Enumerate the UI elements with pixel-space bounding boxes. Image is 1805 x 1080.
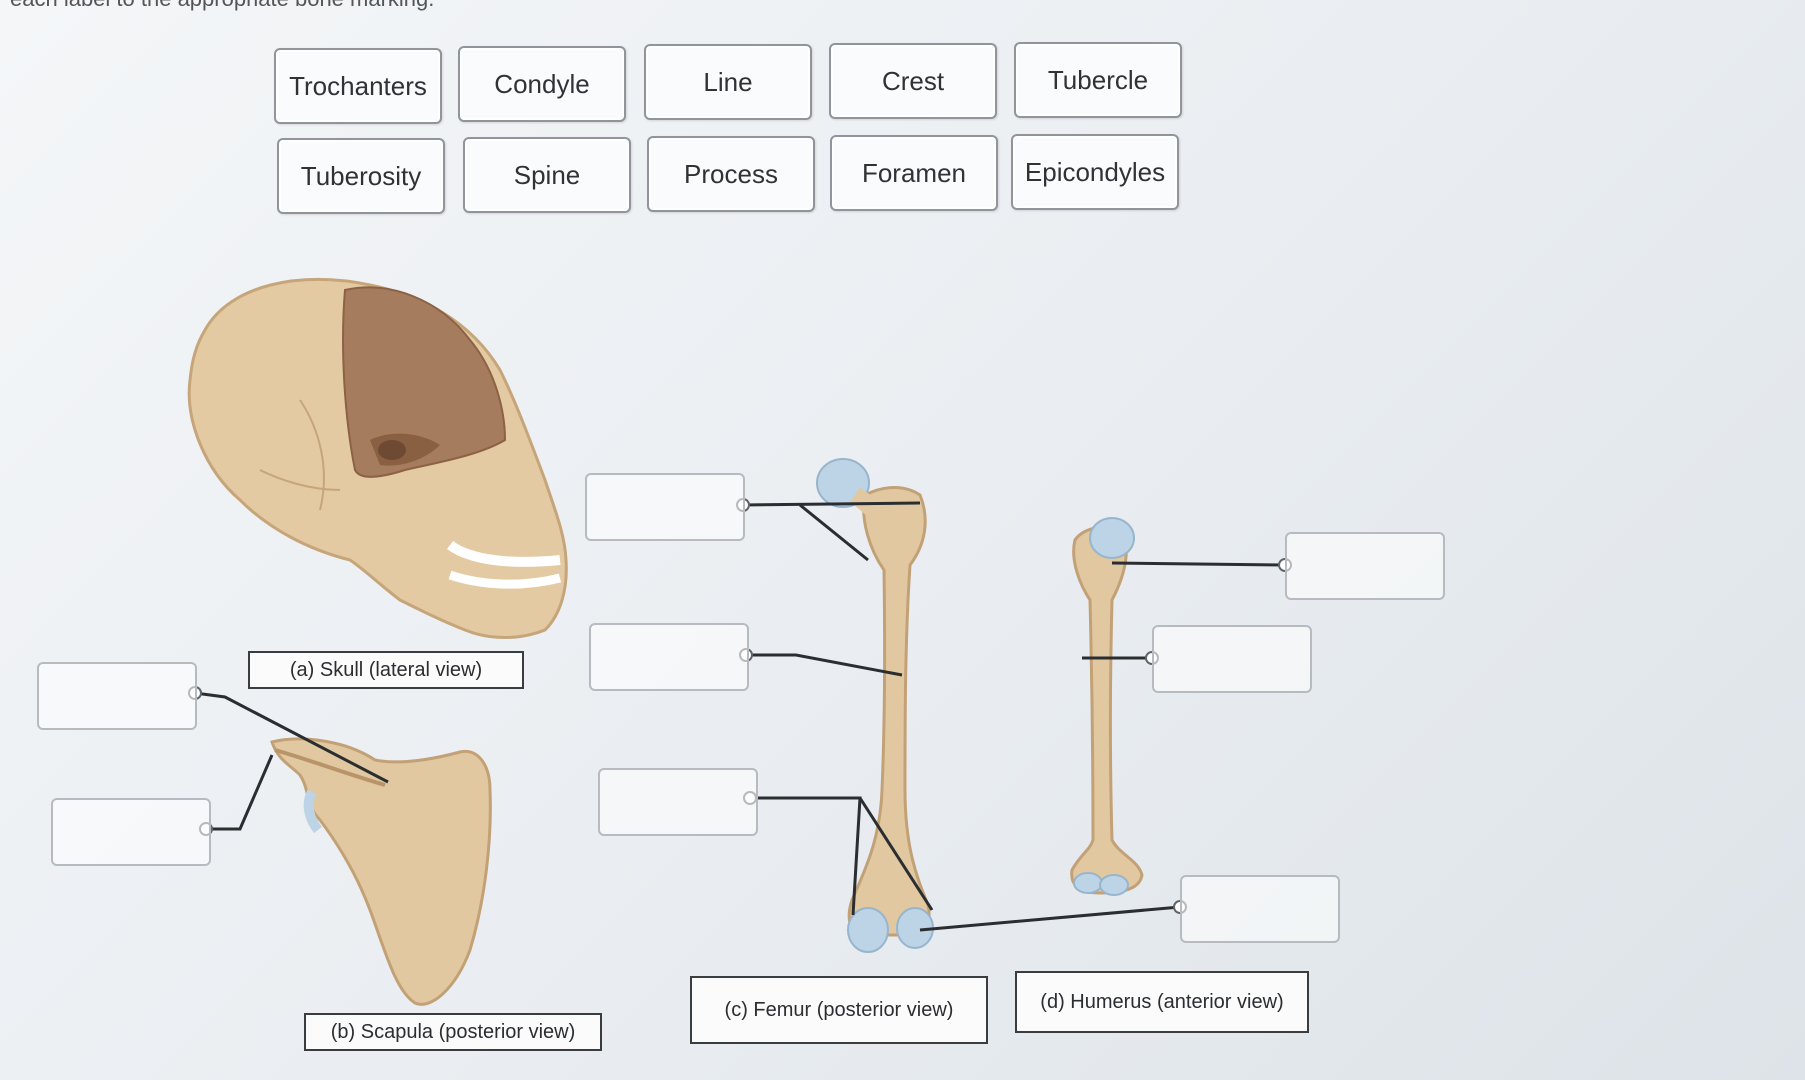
drop-target-femur-distal[interactable]: [598, 768, 758, 836]
leader-lines: [194, 501, 1286, 932]
drop-target-femur-head[interactable]: [585, 473, 745, 541]
leader-line-scapula-2: [206, 754, 274, 831]
leader-line-humerus-1: [1111, 561, 1286, 567]
leader-line-femur-4: [919, 905, 1181, 932]
drop-target-scapula-spine[interactable]: [37, 662, 197, 730]
instruction-text: each label to the appropriate bone marki…: [10, 0, 434, 12]
caption-scapula: (b) Scapula (posterior view): [304, 1013, 602, 1051]
leader-line-femur-1b: [799, 503, 869, 562]
leader-line-femur-3b: [858, 797, 934, 911]
label-chip-trochanters[interactable]: Trochanters: [274, 48, 442, 124]
label-chip-spine[interactable]: Spine: [463, 137, 631, 213]
drop-target-femur-shaft[interactable]: [589, 623, 749, 691]
label-chip-process[interactable]: Process: [647, 136, 815, 212]
femur-illustration: [816, 458, 934, 953]
label-chip-tuberosity[interactable]: Tuberosity: [277, 138, 445, 214]
label-chip-epicondyles[interactable]: Epicondyles: [1011, 134, 1179, 210]
drop-target-humerus-head[interactable]: [1285, 532, 1445, 600]
humerus-illustration: [1070, 517, 1144, 896]
label-chip-crest[interactable]: Crest: [829, 43, 997, 119]
caption-humerus: (d) Humerus (anterior view): [1015, 971, 1309, 1033]
label-chip-line[interactable]: Line: [644, 44, 812, 120]
leader-line-scapula-1: [194, 691, 389, 784]
skull-illustration: [187, 277, 568, 639]
caption-skull: (a) Skull (lateral view): [248, 651, 524, 689]
leader-line-femur-1: [742, 501, 921, 507]
drop-target-scapula-process[interactable]: [51, 798, 211, 866]
scapula-illustration: [270, 737, 492, 1006]
leader-line-femur-3: [750, 796, 862, 916]
leader-line-femur-2: [746, 653, 903, 677]
drop-target-femur-condyle[interactable]: [1180, 875, 1340, 943]
caption-femur: (c) Femur (posterior view): [690, 976, 988, 1044]
label-chip-tubercle[interactable]: Tubercle: [1014, 42, 1182, 118]
label-chip-foramen[interactable]: Foramen: [830, 135, 998, 211]
label-chip-condyle[interactable]: Condyle: [458, 46, 626, 122]
drop-target-humerus-shaft[interactable]: [1152, 625, 1312, 693]
